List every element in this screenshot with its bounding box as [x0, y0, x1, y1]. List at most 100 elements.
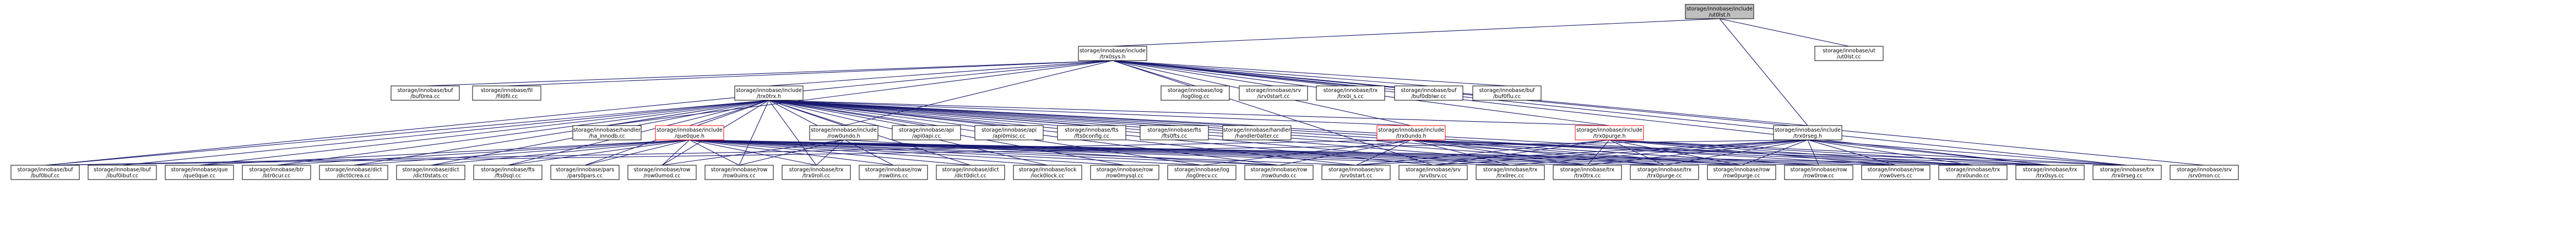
node-que0que-h[interactable]: storage/innobase/include/que0que.h [655, 125, 724, 140]
node-box [1398, 165, 1468, 180]
edge-trx0rseg_h-to-row0row [1807, 139, 1819, 166]
node-fts0config[interactable]: storage/innobase/fts/fts0config.cc [1057, 125, 1126, 140]
node-fil0fil[interactable]: storage/innobase/fil/fil0fil.cc [472, 85, 541, 101]
node-row0umod[interactable]: storage/innobase/row/row0umod.cc [627, 165, 697, 180]
edge-trx0sys_h-to-srv0start_top [1112, 60, 1274, 86]
node-log0log[interactable]: storage/innobase/log/log0log.cc [1160, 85, 1230, 101]
node-box [1394, 85, 1463, 101]
edge-trx0purge_h-to-trx0purge [1609, 139, 1665, 166]
edge-trx0rseg_h-to-trx0purge [1664, 139, 1808, 166]
node-btr0cur[interactable]: storage/innobase/btr/btr0cur.cc [242, 165, 311, 180]
node-srv0srv[interactable]: storage/innobase/srv/srv0srv.cc [1398, 165, 1468, 180]
node-ha-innodb[interactable]: storage/innobase/handler/ha_innodb.cc [572, 125, 642, 140]
node-trx0undo-h[interactable]: storage/innobase/include/trx0undo.h [1376, 125, 1446, 140]
node-box [242, 165, 311, 180]
node-buf0rea[interactable]: storage/innobase/buf/buf0rea.cc [391, 85, 460, 101]
edge-que0que_h-to-row0umod [661, 139, 690, 166]
node-file-label: /que0que.h [675, 133, 704, 139]
node-api0misc[interactable]: storage/innobase/api/api0misc.cc [974, 125, 1044, 140]
node-api0api[interactable]: storage/innobase/api/api0api.cc [892, 125, 961, 140]
node-row0uins[interactable]: storage/innobase/row/row0uins.cc [704, 165, 774, 180]
node-row0undo-h[interactable]: storage/innobase/include/row0undo.h [809, 125, 878, 140]
edge-trx0trx_h-to-que0que [199, 100, 769, 166]
edge-trx0rseg_h-to-trx0undo [1807, 139, 1973, 166]
node-trx0undo[interactable]: storage/innobase/trx/trx0undo.cc [1938, 165, 2008, 180]
node-buf0buf[interactable]: storage/innobase/buf/buf0buf.cc [10, 165, 80, 180]
node-trx0purge[interactable]: storage/innobase/trx/trx0purge.cc [1630, 165, 1699, 180]
edge-root-to-trx0sys_h [1112, 18, 1720, 47]
node-lock0lock[interactable]: storage/innobase/lock/lock0lock.cc [1013, 165, 1082, 180]
node-path-label: storage/innobase/include [657, 127, 723, 133]
node-log0recv[interactable]: storage/innobase/log/log0recv.cc [1167, 165, 1237, 180]
node-srv0mon[interactable]: storage/innobase/srv/srv0mon.cc [2170, 165, 2239, 180]
node-trx0roll[interactable]: storage/innobase/trx/trx0roll.cc [782, 165, 851, 180]
node-ut0lst-cc[interactable]: storage/innobase/ut/ut0lst.cc [1814, 46, 1884, 61]
node-srv0start-top[interactable]: storage/innobase/srv/srv0start.cc [1239, 85, 1308, 101]
node-path-label: storage/innobase/srv [2177, 167, 2232, 173]
node-file-label: /row0mysql.cc [1106, 173, 1144, 179]
node-trx0rec[interactable]: storage/innobase/trx/trx0rec.cc [1476, 165, 1545, 180]
node-row0row[interactable]: storage/innobase/row/row0row.cc [1784, 165, 1853, 180]
node-row0mysql[interactable]: storage/innobase/row/row0mysql.cc [1090, 165, 1159, 180]
node-trx0i-s[interactable]: storage/innobase/trx/trx0i_s.cc [1316, 85, 1385, 101]
node-path-label: storage/innobase/dict [942, 167, 999, 173]
edge-que0que_h-to-dict0stats [430, 139, 690, 166]
node-trx0rseg[interactable]: storage/innobase/trx/trx0rseg.cc [2092, 165, 2162, 180]
node-srv0start[interactable]: storage/innobase/srv/srv0start.cc [1321, 165, 1391, 180]
graph-nodes: storage/innobase/include/ut0lst.hstorage… [10, 4, 2239, 180]
node-file-label: /buf0rea.cc [410, 94, 440, 100]
node-handler0alter[interactable]: storage/innobase/handler/handler0alter.c… [1222, 125, 1292, 140]
node-fts0sql[interactable]: storage/innobase/fts/fts0sql.cc [473, 165, 543, 180]
edge-trx0trx_h-to-buf0buf [45, 100, 769, 166]
node-file-label: /trx0purge.cc [1647, 173, 1682, 179]
node-file-label: /srv0start.cc [1257, 94, 1289, 100]
node-ibuf0ibuf[interactable]: storage/innobase/ibuf/ibuf0ibuf.cc [88, 165, 157, 180]
node-box [1160, 85, 1230, 101]
node-dict0dict[interactable]: storage/innobase/dict/dict0dict.cc [936, 165, 1005, 180]
edge-trx0trx_h-to-dict0crea [353, 100, 769, 166]
edge-que0que_h-to-fts0sql [507, 139, 690, 166]
node-path-label: storage/innobase/row [1868, 167, 1924, 173]
node-dict0crea[interactable]: storage/innobase/dict/dict0crea.cc [319, 165, 388, 180]
node-trx0sys-h[interactable]: storage/innobase/include/trx0sys.h [1078, 46, 1147, 61]
node-box [2170, 165, 2239, 180]
node-path-label: storage/innobase/log [1174, 167, 1229, 173]
node-file-label: /lock0lock.cc [1031, 173, 1064, 179]
node-box [396, 165, 465, 180]
node-dict0stats[interactable]: storage/innobase/dict/dict0stats.cc [396, 165, 465, 180]
node-file-label: /ha_innodb.cc [589, 133, 625, 139]
node-box [859, 165, 928, 180]
edge-trx0sys_h-to-trx0sys_cc [1112, 60, 2051, 166]
node-trx0purge-h[interactable]: storage/innobase/include/trx0purge.h [1575, 125, 1644, 140]
edge-trx0undo_h-to-row0purge [1411, 139, 1742, 166]
node-row0purge[interactable]: storage/innobase/row/row0purge.cc [1707, 165, 1776, 180]
node-box [472, 85, 541, 101]
node-row0ins[interactable]: storage/innobase/row/row0ins.cc [859, 165, 928, 180]
node-path-label: storage/innobase/buf [1479, 88, 1535, 94]
node-box [391, 85, 460, 101]
node-path-label: storage/innobase/dict [325, 167, 382, 173]
node-buf0flu[interactable]: storage/innobase/buf/buf0flu.cc [1472, 85, 1542, 101]
node-trx0sys-cc[interactable]: storage/innobase/trx/trx0sys.cc [2015, 165, 2085, 180]
node-file-label: /log0log.cc [1181, 94, 1210, 100]
edge-trx0undo_h-to-row0undo [1278, 139, 1412, 166]
node-path-label: storage/innobase/fts [1065, 127, 1119, 133]
node-trx0trx-h[interactable]: storage/innobase/include/trx0trx.h [734, 85, 804, 101]
node-path-label: storage/innobase/fts [481, 167, 535, 173]
node-trx0trx[interactable]: storage/innobase/trx/trx0trx.cc [1553, 165, 1622, 180]
node-pars0pars[interactable]: storage/innobase/pars/pars0pars.cc [550, 165, 620, 180]
node-path-label: storage/innobase/api [899, 127, 954, 133]
node-path-label: storage/innobase/include [1686, 6, 1753, 12]
node-que0que[interactable]: storage/innobase/que/que0que.cc [165, 165, 234, 180]
node-box [655, 125, 724, 140]
node-path-label: storage/innobase/include [1378, 127, 1444, 133]
node-fts0fts[interactable]: storage/innobase/fts/fts0fts.cc [1140, 125, 1209, 140]
node-file-label: /trx0trx.h [757, 94, 781, 100]
edge-trx0rseg_h-to-row0vers [1807, 139, 1896, 166]
node-row0undo[interactable]: storage/innobase/row/row0undo.cc [1244, 165, 1314, 180]
node-file-label: /row0umod.cc [643, 173, 680, 179]
node-row0vers[interactable]: storage/innobase/row/row0vers.cc [1861, 165, 1930, 180]
node-box [1222, 125, 1292, 140]
node-trx0rseg-h[interactable]: storage/innobase/include/trx0rseg.h [1773, 125, 1842, 140]
node-buf0dblwr[interactable]: storage/innobase/buf/buf0dblwr.cc [1394, 85, 1463, 101]
